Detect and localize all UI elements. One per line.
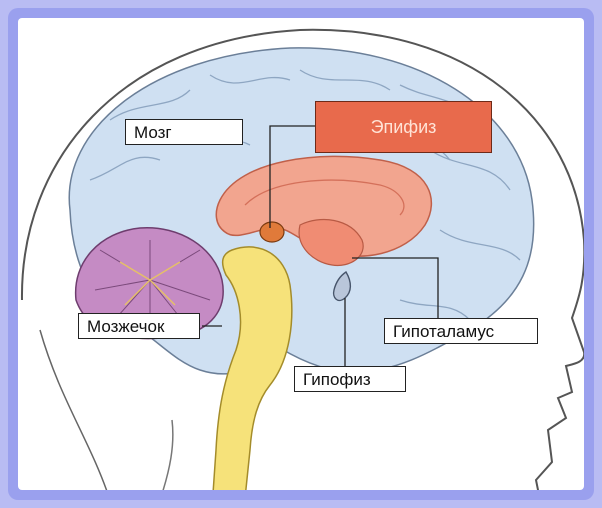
label-brain: Мозг: [125, 119, 243, 145]
pineal-gland: [260, 222, 284, 242]
label-cerebellum: Мозжечок: [78, 313, 200, 339]
label-hypothalamus: Гипоталамус: [384, 318, 538, 344]
label-pineal: Эпифиз: [315, 101, 492, 153]
label-pituitary: Гипофиз: [294, 366, 406, 392]
neck-outline: [40, 330, 110, 500]
